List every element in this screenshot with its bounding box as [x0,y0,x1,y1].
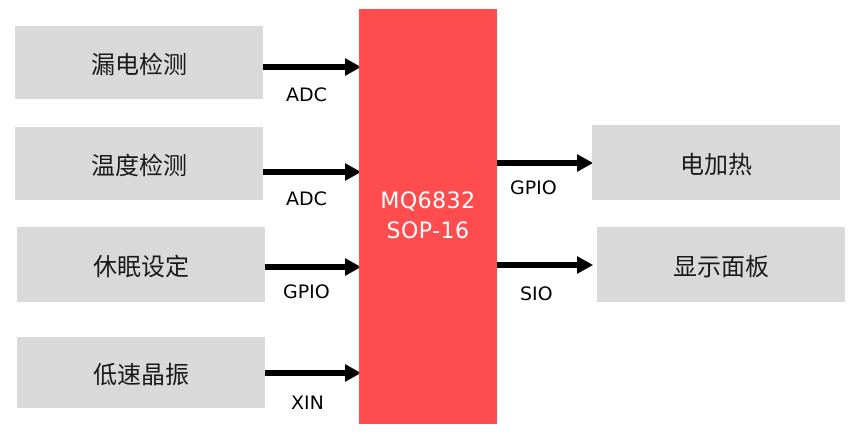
arrow-crystal-to-chip [265,364,361,382]
signal-label-heater: GPIO [510,177,557,199]
arrow-chip-to-heater [497,154,593,172]
electric-heating-label: 电加热 [680,151,752,179]
display-panel-box: 显示面板 [597,227,845,302]
arrow-sleep-to-chip [265,258,361,276]
signal-label-crystal: XIN [291,392,324,414]
signal-label-sleep: GPIO [283,281,330,303]
sleep-setting-box: 休眠设定 [17,227,265,302]
display-panel-label: 显示面板 [673,253,769,281]
arrow-temperature-to-chip [263,163,361,181]
arrow-chip-to-display [497,256,593,274]
temperature-detection-label: 温度检测 [91,152,187,180]
leakage-detection-label: 漏电检测 [91,51,187,79]
signal-label-display: SIO [520,283,553,305]
leakage-detection-box: 漏电检测 [15,26,263,99]
low-speed-crystal-label: 低速晶振 [93,361,189,389]
mcu-chip-block: MQ6832 SOP-16 [359,9,497,424]
arrow-leakage-to-chip [263,58,361,76]
sleep-setting-label: 休眠设定 [93,253,189,281]
electric-heating-box: 电加热 [592,125,840,200]
signal-label-leakage: ADC [286,84,327,106]
temperature-detection-box: 温度检测 [15,127,263,200]
signal-label-temperature: ADC [286,188,327,210]
chip-package-label: SOP-16 [386,218,470,244]
low-speed-crystal-box: 低速晶振 [17,337,265,408]
chip-model-label: MQ6832 [380,188,476,214]
